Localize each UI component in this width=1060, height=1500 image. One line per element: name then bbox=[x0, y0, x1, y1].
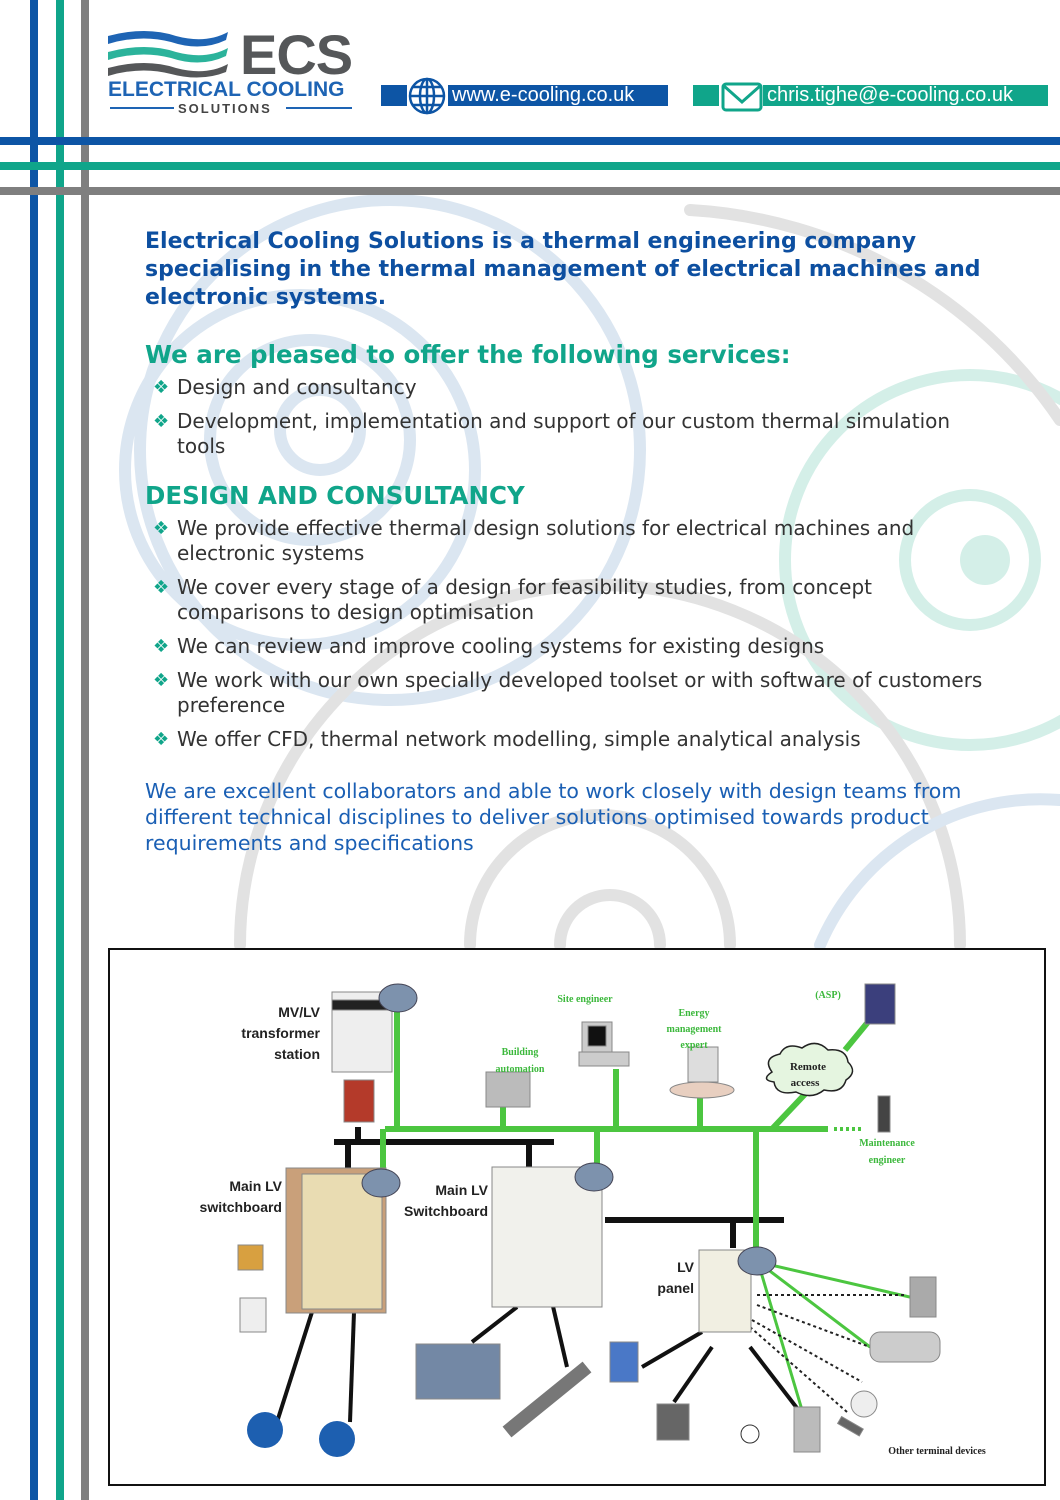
list-item: ❖We work with our own specially develope… bbox=[153, 668, 983, 717]
services-list: ❖Design and consultancy ❖Development, im… bbox=[145, 375, 985, 459]
label-asp: (ASP) bbox=[815, 990, 841, 1001]
services-heading: We are pleased to offer the following se… bbox=[145, 340, 791, 369]
label-site-engineer: Site engineer bbox=[557, 994, 613, 1005]
svg-text:station: station bbox=[274, 1046, 320, 1062]
equipment-icons bbox=[237, 983, 941, 1457]
intro-text: Electrical Cooling Solutions is a therma… bbox=[145, 229, 981, 310]
device-links bbox=[275, 1301, 802, 1423]
svg-text:transformer: transformer bbox=[241, 1025, 320, 1041]
logo-tagline: SOLUTIONS bbox=[178, 101, 272, 116]
website-link[interactable]: www.e-cooling.co.uk bbox=[448, 85, 668, 106]
bullet-icon: ❖ bbox=[153, 377, 170, 398]
remote-access-cloud-icon bbox=[765, 1042, 854, 1097]
label-main-lv-1: Main LV bbox=[229, 1178, 282, 1194]
network-diagram: MV/LV transformer station Main LV switch… bbox=[108, 948, 1046, 1486]
svg-text:Switchboard: Switchboard bbox=[404, 1203, 488, 1219]
label-remote-access: Remote bbox=[790, 1061, 826, 1073]
svg-text:panel: panel bbox=[657, 1280, 694, 1296]
design-heading: DESIGN AND CONSULTANCY bbox=[145, 481, 525, 510]
left-stripe-blue bbox=[30, 0, 38, 1500]
wireless-links bbox=[749, 1294, 907, 1413]
closing-text: We are excellent collaborators and able … bbox=[145, 779, 962, 855]
left-stripe-teal bbox=[56, 0, 64, 1500]
logo-mark: ECS bbox=[240, 23, 353, 86]
label-mvlv: MV/LV bbox=[278, 1004, 320, 1020]
bullet-icon: ❖ bbox=[153, 670, 170, 691]
list-item: ❖We provide effective thermal design sol… bbox=[153, 516, 915, 565]
bullet-icon: ❖ bbox=[153, 577, 170, 598]
bullet-icon: ❖ bbox=[153, 729, 170, 750]
list-item: ❖We cover every stage of a design for fe… bbox=[153, 575, 873, 624]
label-energy: Energy bbox=[678, 1008, 709, 1019]
svg-text:automation: automation bbox=[496, 1064, 545, 1075]
left-stripe-gray bbox=[81, 0, 89, 1500]
top-stripe-gray bbox=[0, 187, 1060, 195]
label-main-lv-2: Main LV bbox=[435, 1182, 488, 1198]
bullet-icon: ❖ bbox=[153, 518, 170, 539]
bullet-icon: ❖ bbox=[153, 636, 170, 657]
list-item: ❖Design and consultancy bbox=[153, 375, 417, 399]
globe-icon bbox=[408, 77, 446, 115]
bullet-icon: ❖ bbox=[153, 411, 170, 432]
svg-text:expert: expert bbox=[680, 1040, 708, 1051]
label-lv-panel: LV bbox=[677, 1259, 695, 1275]
label-maintenance: Maintenance bbox=[859, 1138, 915, 1149]
svg-text:switchboard: switchboard bbox=[200, 1199, 282, 1215]
logo-waves-icon bbox=[108, 31, 228, 78]
network-nodes bbox=[361, 983, 777, 1276]
envelope-icon bbox=[721, 82, 763, 112]
top-stripe-teal bbox=[0, 162, 1060, 170]
list-item: ❖We offer CFD, thermal network modelling… bbox=[153, 727, 861, 751]
main-content: Electrical Cooling Solutions is a therma… bbox=[145, 228, 985, 856]
list-item: ❖We can review and improve cooling syste… bbox=[153, 634, 825, 658]
top-stripe-blue bbox=[0, 137, 1060, 145]
logo-name: ELECTRICAL COOLING bbox=[108, 78, 345, 101]
design-list: ❖We provide effective thermal design sol… bbox=[145, 516, 985, 752]
label-building-automation: Building bbox=[502, 1047, 539, 1058]
email-link[interactable]: chris.tighe@e-cooling.co.uk bbox=[763, 85, 1048, 106]
list-item: ❖Development, implementation and support… bbox=[153, 409, 951, 458]
svg-text:management: management bbox=[667, 1024, 723, 1035]
svg-text:access: access bbox=[791, 1077, 820, 1089]
svg-text:engineer: engineer bbox=[869, 1155, 906, 1166]
label-other-devices: Other terminal devices bbox=[888, 1446, 986, 1457]
